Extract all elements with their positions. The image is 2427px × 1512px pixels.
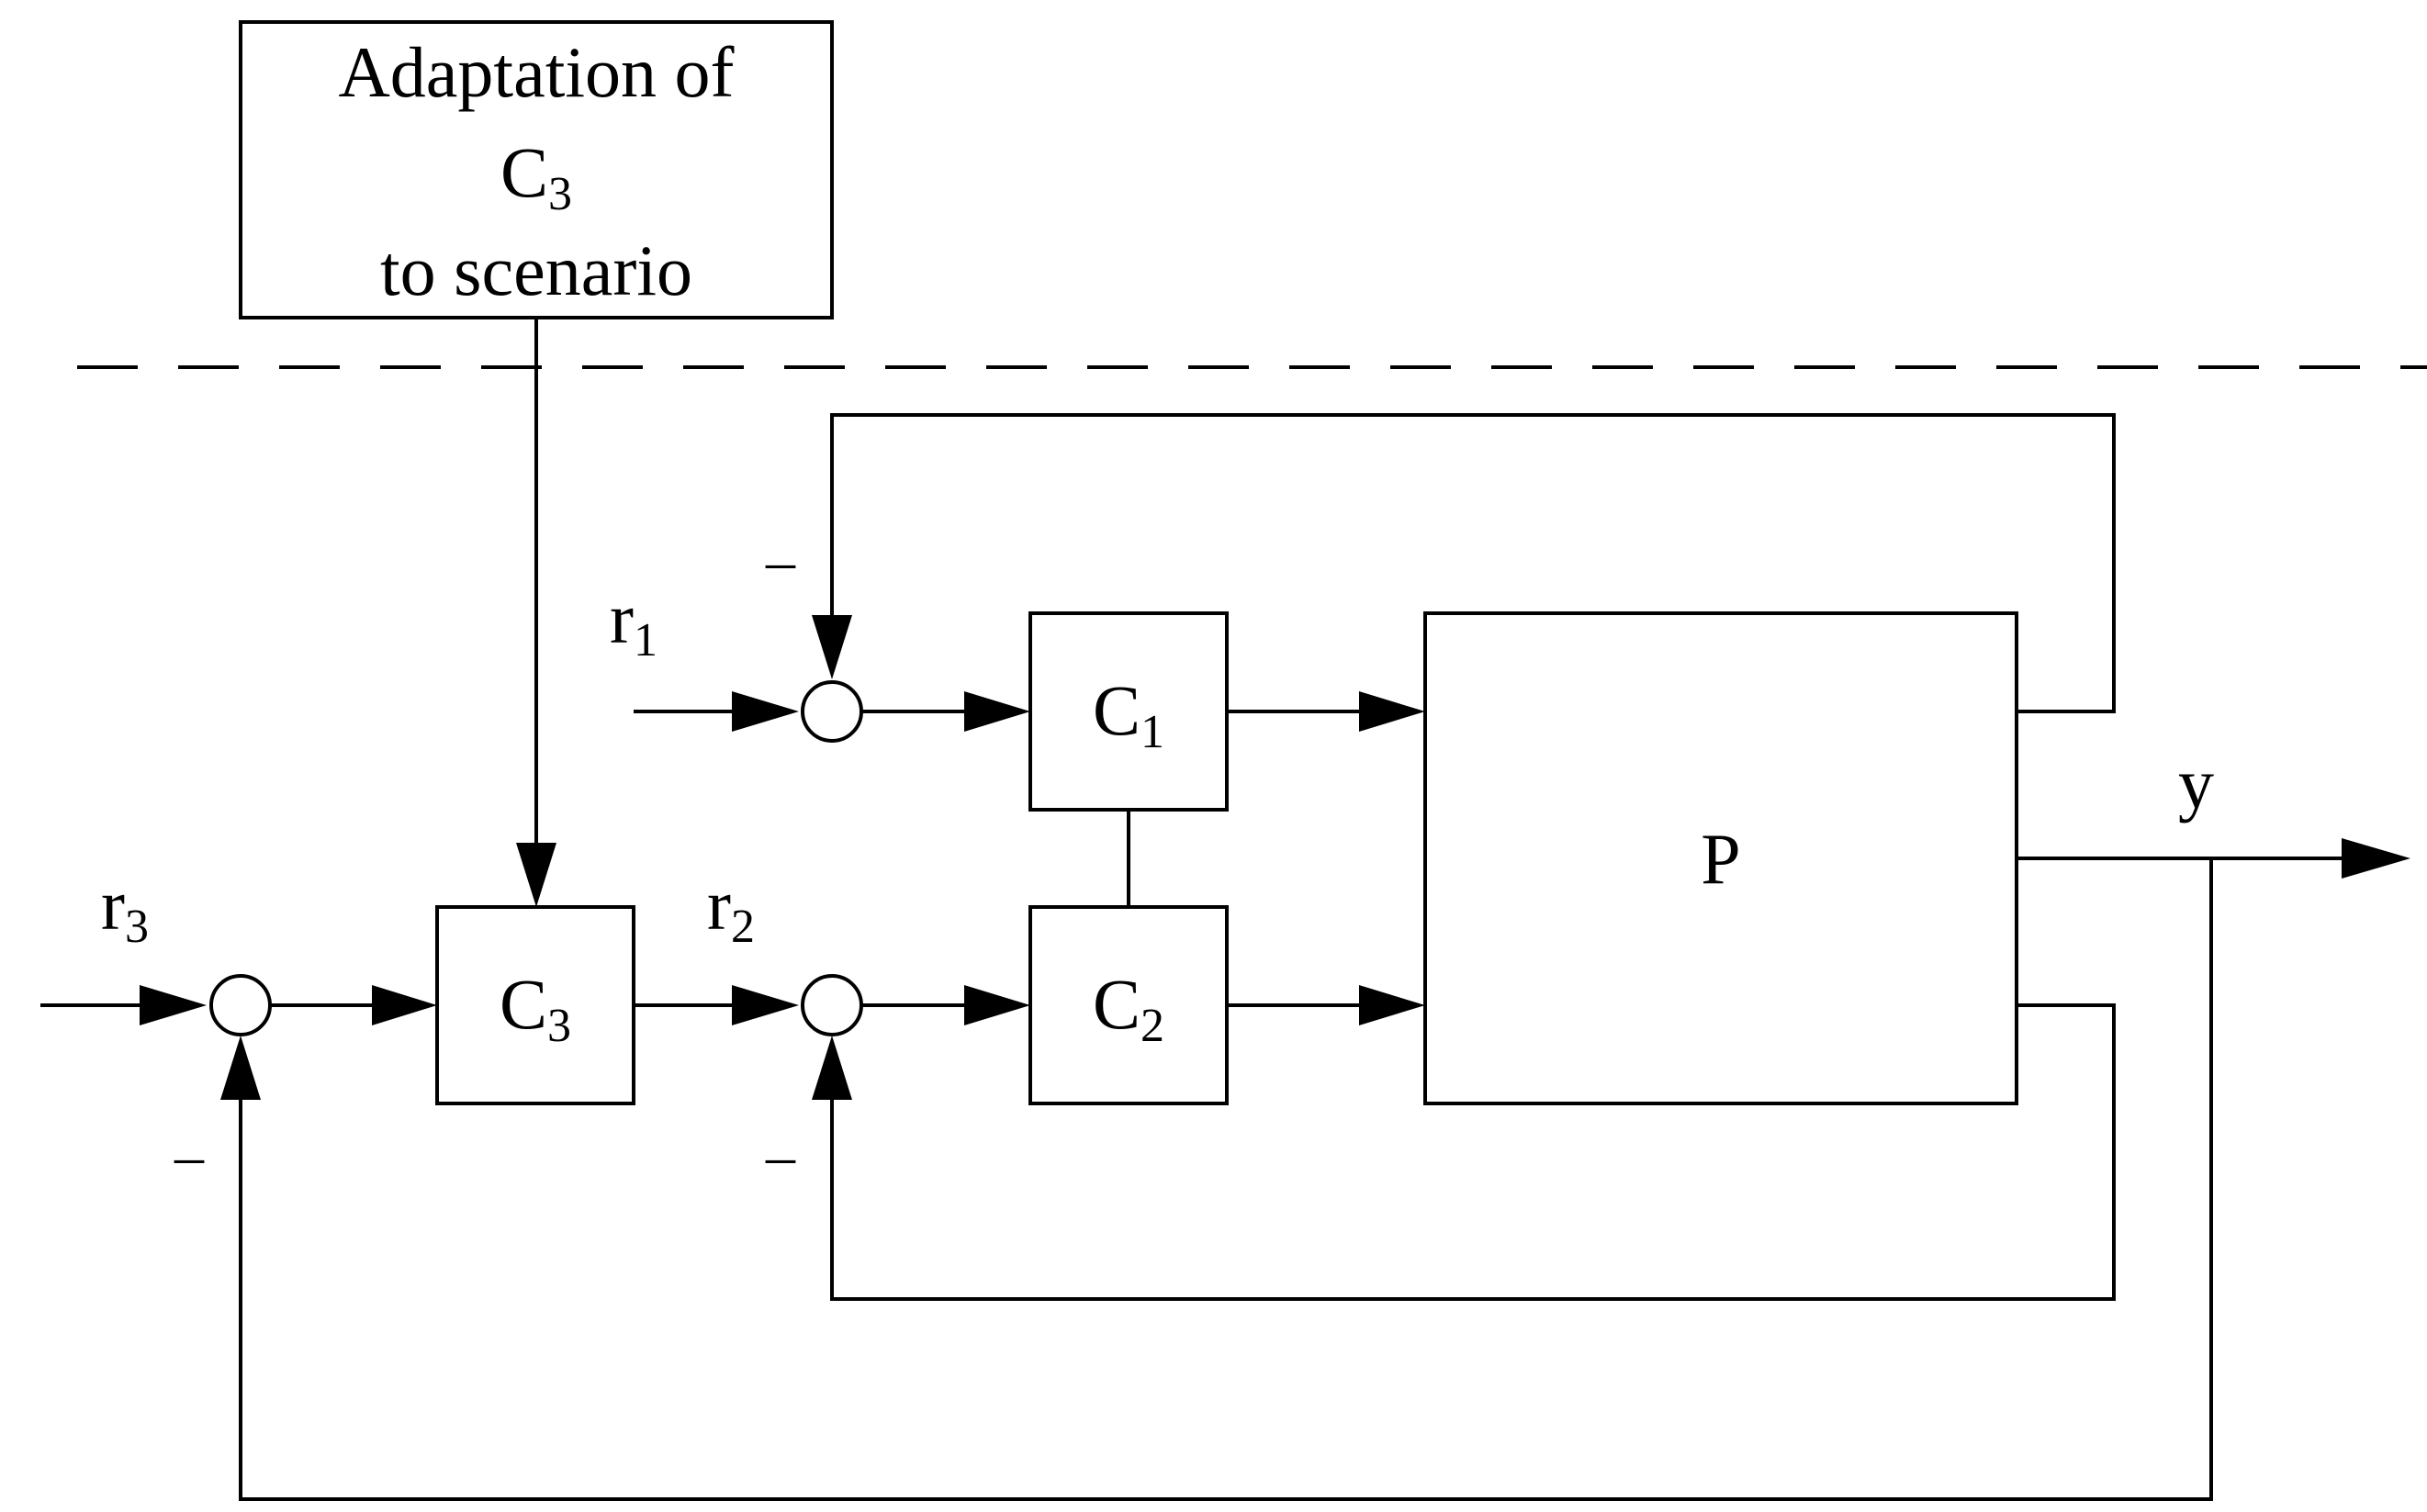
summing-junction-2 (801, 974, 863, 1036)
plant-block: P (1423, 611, 2018, 1105)
c3-label: C3 (500, 964, 571, 1052)
signal-r2-label: r2 (707, 865, 755, 953)
sum2-minus-sign: – (765, 1123, 796, 1188)
adaptation-block: Adaptation of C3 to scenario (239, 20, 834, 319)
output-arrow (2342, 838, 2410, 879)
r1-arrow (732, 691, 799, 732)
feedback-1-arrow (812, 615, 852, 679)
sum2-to-c2-arrow (964, 985, 1030, 1025)
sum1-to-c1-arrow (964, 691, 1030, 732)
c2-block: C2 (1028, 905, 1229, 1105)
signal-r1-label: r1 (610, 578, 657, 666)
c2-to-plant-arrow (1359, 985, 1425, 1025)
sum1-minus-sign: – (765, 528, 796, 593)
c3-block: C3 (435, 905, 635, 1105)
adaptation-line3: to scenario (380, 230, 692, 310)
feedback-loop-3 (239, 858, 2213, 1501)
adaptation-line2: C3 (500, 132, 572, 220)
c2-label: C2 (1093, 964, 1164, 1052)
feedback-loop-2 (830, 1003, 2116, 1301)
c1-block: C1 (1028, 611, 1229, 812)
adaptation-line1: Adaptation of (338, 32, 734, 112)
c1-label: C1 (1093, 670, 1164, 758)
c1-to-plant-arrow (1359, 691, 1425, 732)
feedback-3-arrow (220, 1036, 261, 1100)
feedback-2-arrow (812, 1036, 852, 1100)
sum3-to-c3-arrow (372, 985, 437, 1025)
signal-r3-label: r3 (101, 865, 149, 953)
c3-to-sum2-arrow (732, 985, 799, 1025)
r3-arrow (140, 985, 207, 1025)
plant-label: P (1701, 819, 1740, 899)
adaptation-to-c3-arrow (516, 843, 556, 907)
feedback-loop-1 (830, 413, 2116, 713)
summing-junction-3 (209, 974, 272, 1036)
signal-y-label: y (2178, 744, 2214, 823)
summing-junction-1 (801, 680, 863, 743)
sum3-minus-sign: – (174, 1123, 205, 1188)
